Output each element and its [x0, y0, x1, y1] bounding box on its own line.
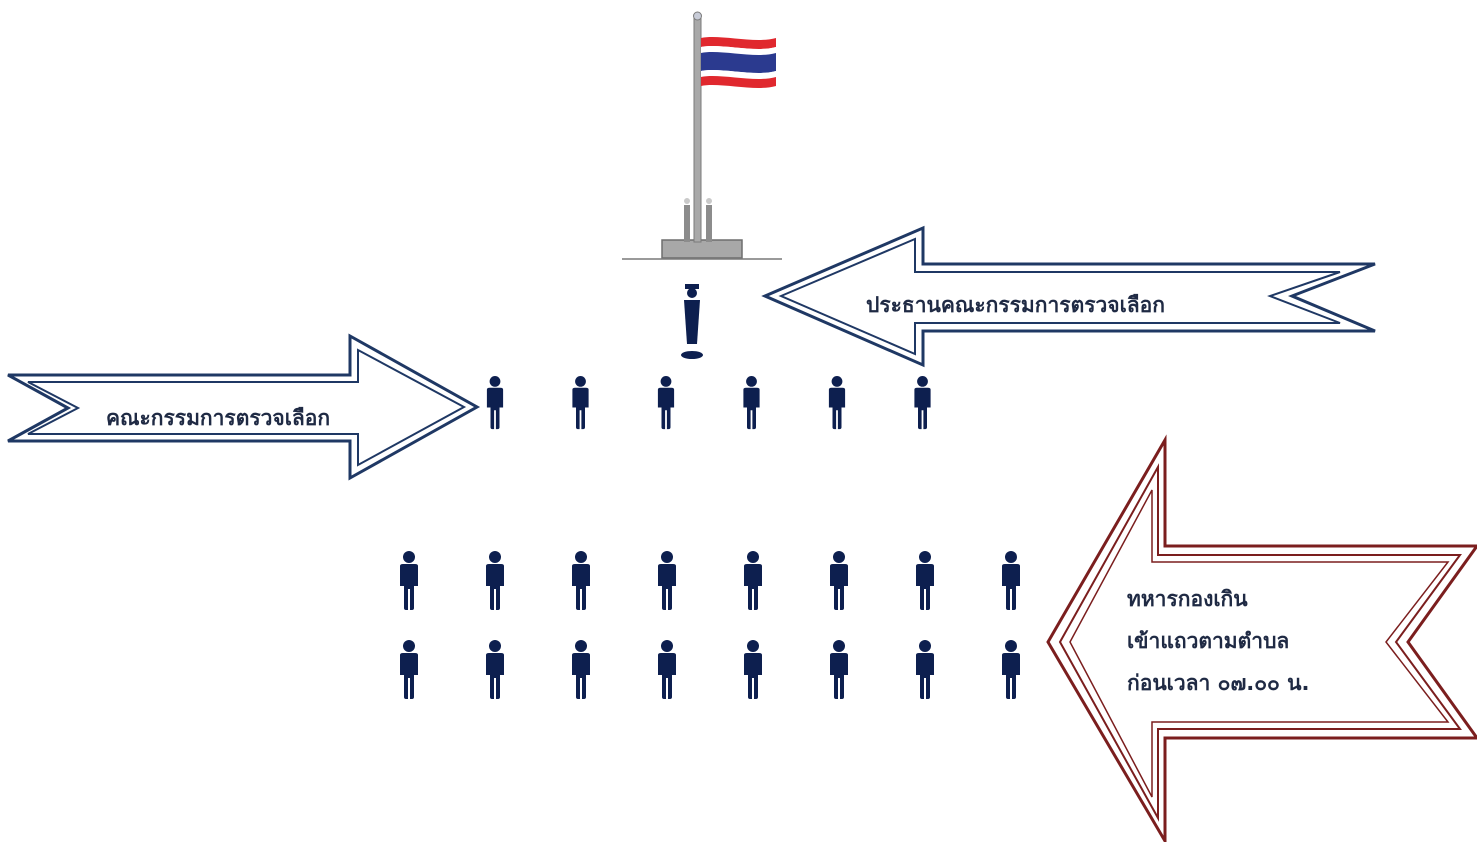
conscript-icon	[572, 640, 590, 699]
chairman-arrow	[761, 225, 1376, 368]
conscript-icon	[486, 640, 504, 699]
reserve-label: ทหารกองเกิน เข้าแถวตามตำบล ก่อนเวลา ๐๗.๐…	[1127, 578, 1310, 704]
people-layer	[400, 284, 1020, 699]
committee-member-icon	[657, 376, 675, 430]
thai-flag-icon	[622, 11, 782, 260]
conscript-icon	[744, 640, 762, 699]
committee-member-icon	[743, 376, 760, 430]
conscript-icon	[916, 551, 934, 610]
reserve-arrow	[1046, 434, 1477, 842]
conscript-icon	[744, 551, 762, 610]
committee-member-icon	[572, 376, 589, 430]
reserve-line: ทหารกองเกิน	[1127, 587, 1248, 611]
conscript-icon	[658, 551, 676, 610]
conscript-icon	[1002, 640, 1020, 699]
reserve-line: ก่อนเวลา ๐๗.๐๐ น.	[1127, 671, 1310, 695]
committee-member-icon	[914, 376, 931, 430]
conscript-icon	[830, 640, 848, 699]
conscript-icon	[400, 640, 418, 699]
conscript-icon	[658, 640, 676, 699]
conscript-icon	[572, 551, 590, 610]
committee-label: คณะกรรมการตรวจเลือก	[106, 406, 331, 430]
conscript-icon	[916, 640, 934, 699]
conscript-icon	[486, 551, 504, 610]
conscript-icon	[1002, 551, 1020, 610]
committee-member-icon	[828, 376, 846, 430]
conscript-icon	[830, 551, 848, 610]
chairman-icon	[681, 284, 703, 359]
conscript-icon	[400, 551, 418, 610]
chairman-label: ประธานคณะกรรมการตรวจเลือก	[866, 293, 1165, 317]
committee-member-icon	[486, 376, 504, 430]
committee-arrow	[7, 333, 481, 481]
reserve-line: เข้าแถวตามตำบล	[1127, 629, 1290, 653]
